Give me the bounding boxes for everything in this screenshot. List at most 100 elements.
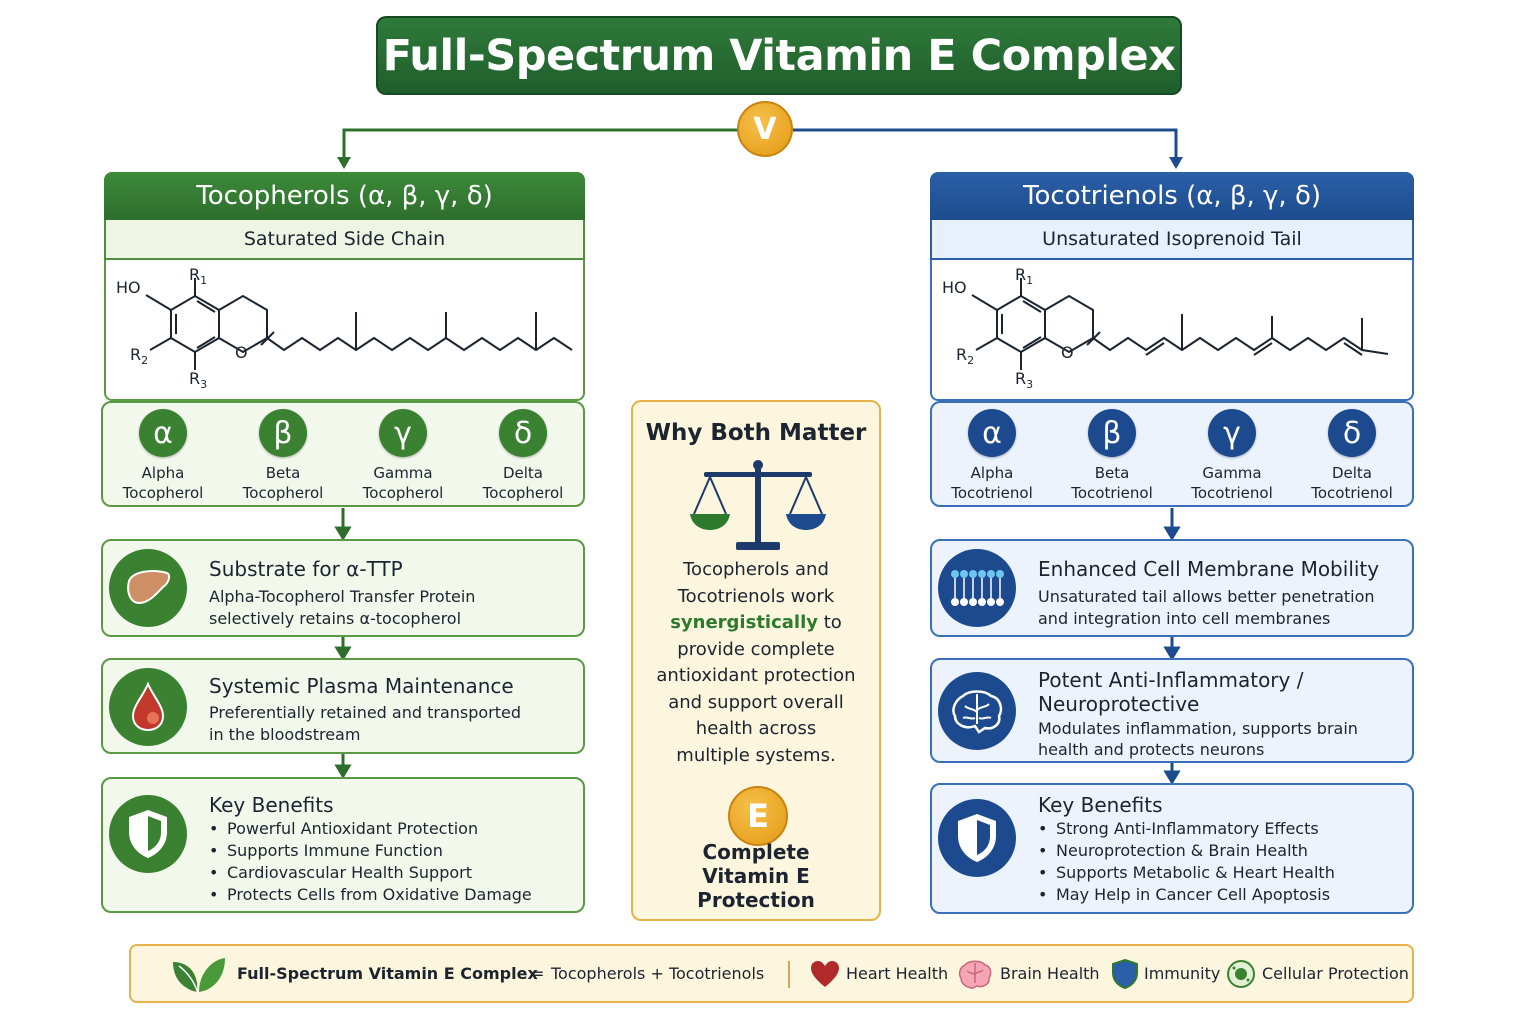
delta-icon: δ (1328, 409, 1376, 457)
card-text-line: and integration into cell membranes (1038, 609, 1331, 628)
card-key-benefits-tocopherols: Key Benefits Powerful Antioxidant Protec… (101, 777, 585, 913)
card-description: Modulates inflammation, supports brain he… (1038, 718, 1358, 760)
card-text-line: selectively retains α-tocopherol (209, 609, 462, 628)
gamma-icon: γ (1208, 409, 1256, 457)
card-description: Preferentially retained and transported i… (209, 702, 521, 746)
body-line: health across (695, 718, 817, 739)
form-label: Gamma (1202, 464, 1262, 482)
r2-label: R2 (956, 345, 974, 367)
footer-line: Vitamin E (702, 864, 810, 888)
alpha-icon: α (139, 409, 187, 457)
heart-icon (809, 946, 841, 1001)
center-footer: Complete Vitamin E Protection (633, 840, 879, 912)
gamma-icon: γ (379, 409, 427, 457)
tocopherols-header: Tocopherols (α, β, γ, δ) (104, 172, 585, 220)
list-item: May Help in Cancer Cell Apoptosis (1038, 884, 1335, 906)
arrow-left (337, 157, 351, 169)
legend-label: Brain Health (1000, 964, 1100, 983)
legend-label: Immunity (1144, 964, 1221, 983)
leaves-icon (169, 946, 227, 1001)
body-line: and support overall (668, 691, 844, 713)
legend-label: Heart Health (846, 964, 949, 983)
form-label: Alpha (141, 464, 185, 482)
card-title: Key Benefits (1038, 793, 1163, 817)
formula-left: Full-Spectrum Vitamin E Complex (237, 964, 538, 983)
card-substrate-ttp: Substrate for α-TTP Alpha-Tocopherol Tra… (101, 539, 585, 637)
r3-label: R3 (1015, 369, 1033, 391)
body-line: provide complete (677, 638, 835, 660)
body-line: Tocopherols and (683, 559, 829, 580)
shield-icon (938, 799, 1016, 877)
balance-scale-icon (690, 460, 826, 550)
footer-line: Protection (697, 888, 815, 912)
delta-icon: δ (499, 409, 547, 457)
body-line: synergistically to (645, 610, 867, 637)
ho-label: HO (942, 278, 967, 297)
card-description: Unsaturated tail allows better penetrati… (1038, 586, 1375, 630)
card-title: Key Benefits (209, 793, 334, 817)
card-text-line: Unsaturated tail allows better penetrati… (1038, 587, 1375, 606)
r3-label: R3 (189, 369, 207, 391)
alpha-icon: α (968, 409, 1016, 457)
brain-icon (938, 672, 1016, 750)
card-title-line: Neuroprotective (1038, 692, 1200, 716)
card-anti-inflammatory: Potent Anti-Inflammatory /Neuroprotectiv… (930, 658, 1414, 763)
card-title: Potent Anti-Inflammatory /Neuroprotectiv… (1038, 668, 1303, 716)
shield-icon (1111, 946, 1139, 1001)
list-item: Neuroprotection & Brain Health (1038, 840, 1335, 862)
blood-drop-icon (109, 668, 187, 746)
form-label: Tocotrienol (1311, 484, 1393, 502)
summary-bar: Full-Spectrum Vitamin E Complex = Tocoph… (129, 944, 1414, 1003)
card-text-line: Modulates inflammation, supports brain (1038, 719, 1358, 738)
legend-label: Cellular Protection (1262, 964, 1409, 983)
card-text-line: health and protects neurons (1038, 740, 1265, 759)
form-label: Tocopherol (242, 484, 324, 502)
highlight-text: synergistically (670, 612, 818, 633)
card-key-benefits-tocotrienols: Key Benefits Strong Anti-Inflammatory Ef… (930, 783, 1414, 914)
center-title: Why Both Matter (645, 420, 867, 446)
connector-right (793, 128, 1178, 160)
center-body: Tocopherols and Tocotrienols work synerg… (645, 557, 867, 769)
cell-membrane-icon (938, 549, 1016, 627)
form-label: Beta (265, 464, 301, 482)
divider (788, 961, 790, 988)
form-label: Alpha (970, 464, 1014, 482)
cell-icon (1225, 946, 1257, 1001)
card-text-line: in the bloodstream (209, 725, 361, 744)
tocopherols-subheader: Saturated Side Chain (104, 220, 585, 260)
body-line: multiple systems. (676, 744, 836, 766)
o-label: O (1061, 343, 1074, 362)
tocotrienols-subheader: Unsaturated Isoprenoid Tail (930, 220, 1414, 260)
r1-label: R1 (189, 265, 207, 287)
why-both-matter-card: Why Both Matter Tocopherols and Tocotrie… (631, 400, 881, 921)
card-title: Systemic Plasma Maintenance (209, 674, 514, 698)
list-item: Supports Immune Function (209, 840, 532, 862)
card-text-line: Preferentially retained and transported (209, 703, 522, 722)
form-label: Tocotrienol (951, 484, 1033, 502)
form-label: Beta (1094, 464, 1130, 482)
benefits-list: Strong Anti-Inflammatory Effects Neuropr… (1038, 818, 1335, 906)
page-title: Full-Spectrum Vitamin E Complex (376, 16, 1182, 95)
tocopherol-structure: HO R1 R2 R3 O (104, 260, 585, 401)
formula-equals: = (531, 964, 545, 983)
shield-icon (109, 795, 187, 873)
form-label: Delta (502, 464, 544, 482)
ho-label: HO (116, 278, 141, 297)
r2-label: R2 (130, 345, 148, 367)
beta-icon: β (1088, 409, 1136, 457)
benefits-list: Powerful Antioxidant Protection Supports… (209, 818, 532, 906)
body-line: antioxidant protection (656, 665, 856, 686)
connector-left (342, 128, 740, 160)
list-item: Powerful Antioxidant Protection (209, 818, 532, 840)
form-label: Tocopherol (482, 484, 564, 502)
form-label: Tocopherol (362, 484, 444, 502)
tocotrienol-molecule-icon: HO R1 R2 R3 O (942, 265, 1389, 391)
